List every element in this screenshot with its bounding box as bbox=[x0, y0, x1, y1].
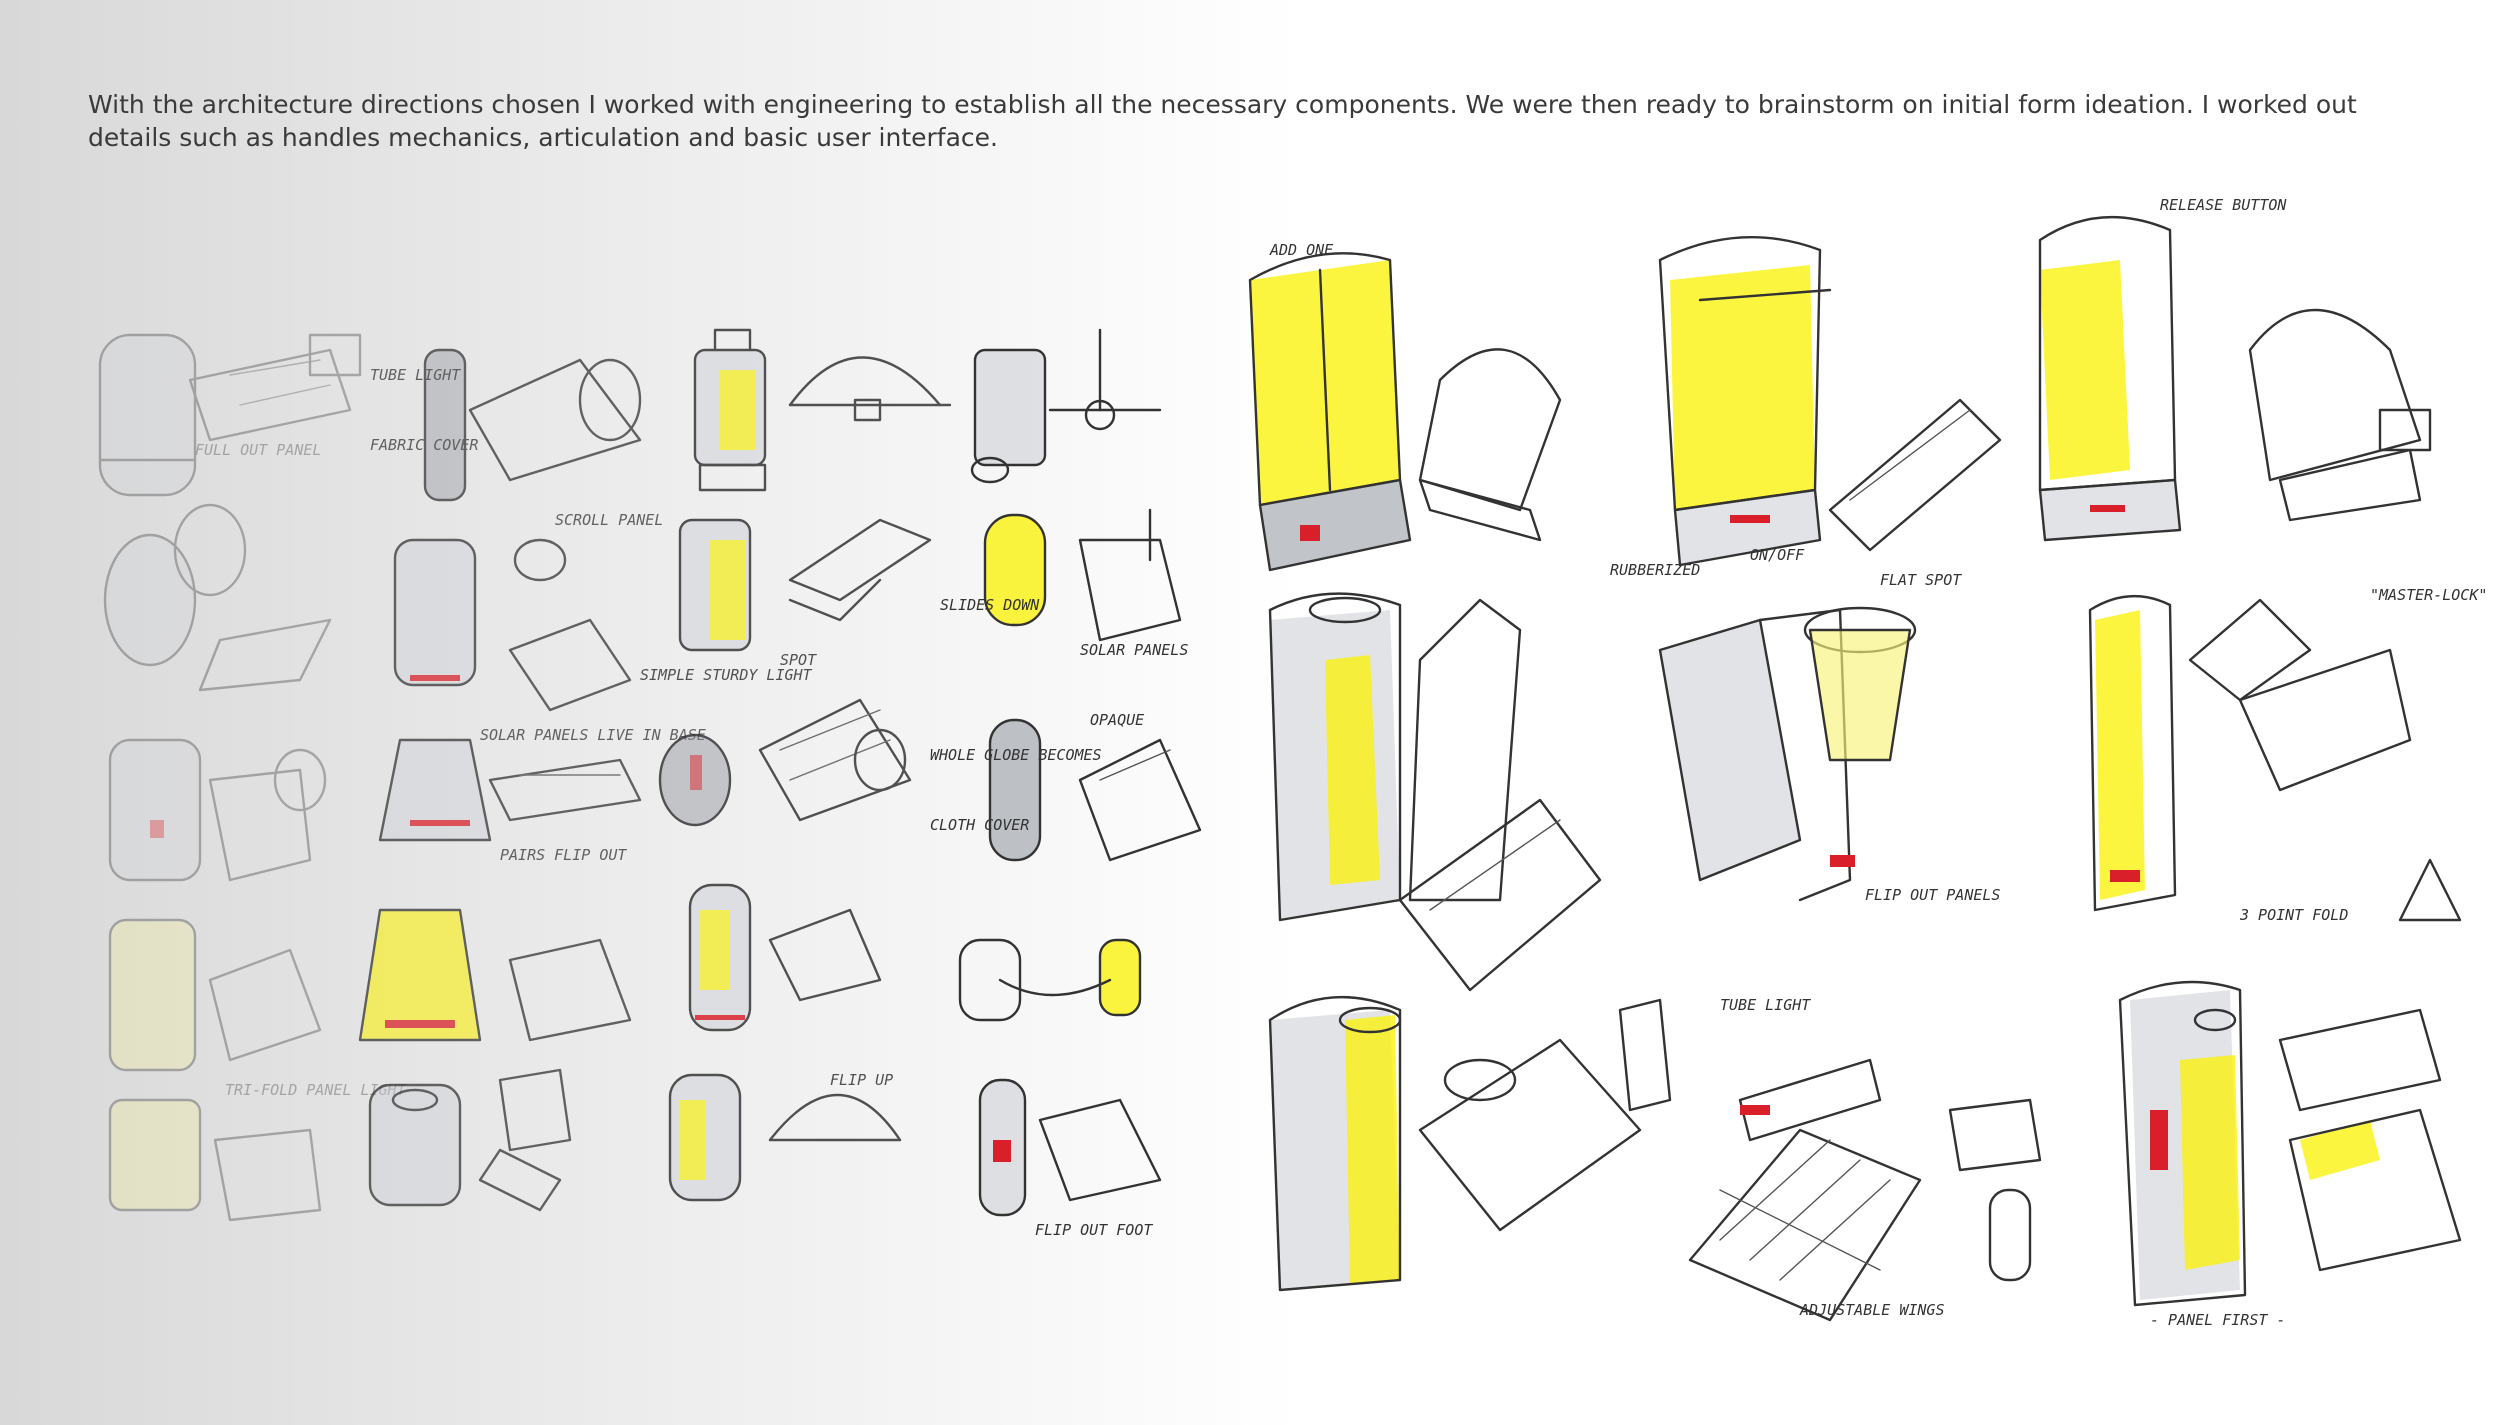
annotation-add-one: ADD ONE bbox=[1269, 241, 1333, 259]
annotation-adjustable-wings: ADJUSTABLE WINGS bbox=[1799, 1301, 1945, 1319]
annotation-whole-globe: WHOLE GLOBE BECOMES bbox=[930, 746, 1102, 764]
annotation-rubberized: RUBBERIZED bbox=[1610, 561, 1700, 579]
annotation-master-lock: "MASTER-LOCK" bbox=[2370, 586, 2487, 604]
annotation-cloth-cover: CLOTH COVER bbox=[930, 816, 1029, 834]
annotation-pairs-flip-out: PAIRS FLIP OUT bbox=[500, 846, 627, 864]
annotation-fabric-cover: FABRIC COVER bbox=[370, 436, 478, 454]
annotation-full-out-panel: FULL OUT PANEL bbox=[195, 441, 321, 459]
annotation-three-point-fold: 3 POINT FOLD bbox=[2239, 906, 2348, 924]
annotation-flip-out-panels: FLIP OUT PANELS bbox=[1865, 886, 2000, 904]
concept-sketch-3: RELEASE BUTTON bbox=[2038, 196, 2432, 542]
sketch-board: TRI-FOLD PANEL LIGHT FULL OUT PANEL TUBE… bbox=[0, 180, 2500, 1425]
concept-sketches-illustration: TRI-FOLD PANEL LIGHT FULL OUT PANEL TUBE… bbox=[98, 196, 2487, 1329]
annotation-opaque: OPAQUE bbox=[1090, 711, 1144, 729]
second-sketch-column: TUBE LIGHT FABRIC COVER SCROLL PANEL SOL… bbox=[358, 348, 706, 1212]
annotation-slides-down: SLIDES DOWN bbox=[940, 596, 1040, 614]
annotation-release-button: RELEASE BUTTON bbox=[2160, 196, 2287, 214]
annotation-simple-sturdy: SIMPLE STURDY LIGHT bbox=[640, 666, 813, 684]
faded-sketch-column: TRI-FOLD PANEL LIGHT FULL OUT PANEL bbox=[98, 333, 407, 1222]
intro-paragraph: With the architecture directions chosen … bbox=[88, 90, 2357, 152]
annotation-flip-out-foot: FLIP OUT FOOT bbox=[1035, 1221, 1153, 1239]
concept-sketch-8: TUBE LIGHT ADJUSTABLE WINGS bbox=[1688, 996, 2042, 1322]
concept-sketch-6: "MASTER-LOCK" 3 POINT FOLD bbox=[2088, 586, 2487, 924]
concept-sketch-7 bbox=[1268, 995, 1672, 1292]
concept-sketch-2: RUBBERIZED ON/OFF bbox=[1610, 235, 2002, 579]
annotation-solar-panels: SOLAR PANELS bbox=[1080, 641, 1188, 659]
annotation-scroll-panel: SCROLL PANEL bbox=[555, 511, 663, 529]
annotation-on-off: ON/OFF bbox=[1750, 546, 1805, 564]
concept-sketch-1: ADD ONE bbox=[1248, 241, 1562, 572]
concept-sketch-5: FLAT SPOT FLIP OUT PANELS bbox=[1658, 571, 2000, 904]
annotation-tube-light-small: TUBE LIGHT bbox=[370, 366, 461, 384]
annotation-tube-light: TUBE LIGHT bbox=[1720, 996, 1811, 1014]
concept-sketch-4 bbox=[1268, 592, 1602, 992]
annotation-spot: SPOT bbox=[780, 651, 817, 669]
annotation-flip-up: FLIP UP bbox=[830, 1071, 893, 1089]
annotation-flat-spot: FLAT SPOT bbox=[1880, 571, 1962, 589]
annotation-solar-base: SOLAR PANELS LIVE IN BASE bbox=[480, 726, 706, 744]
concept-sketch-9: - PANEL FIRST - bbox=[2118, 980, 2462, 1329]
fourth-sketch-column: SLIDES DOWN SOLAR PANELS OPAQUE WHOLE GL… bbox=[930, 328, 1202, 1239]
annotation-tri-fold: TRI-FOLD PANEL LIGHT bbox=[225, 1081, 407, 1099]
annotation-panel-first: - PANEL FIRST - bbox=[2150, 1311, 2285, 1329]
third-sketch-column: SIMPLE STURDY LIGHT SPOT FLIP UP bbox=[640, 328, 952, 1202]
